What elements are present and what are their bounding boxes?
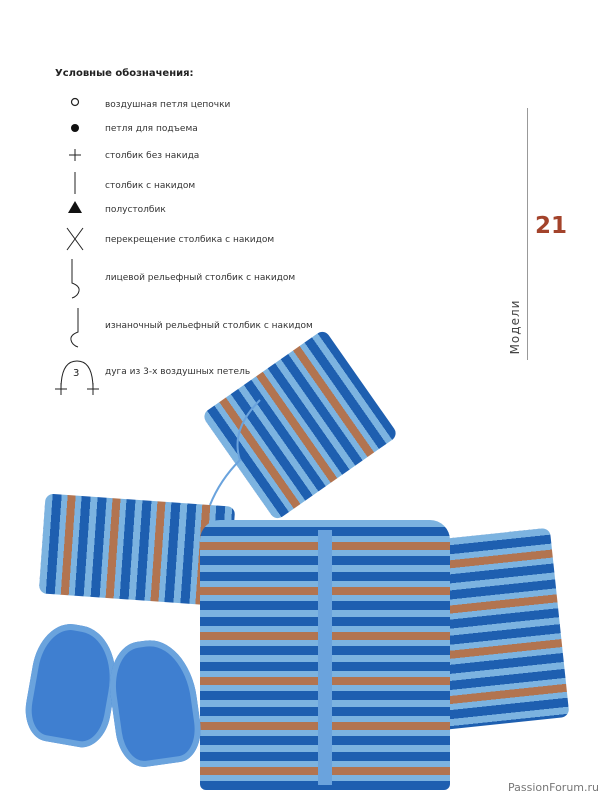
button-placket [318,530,332,785]
legend-label: полустолбик [105,205,166,215]
legend-label: изнаночный рельефный столбик с накидом [105,321,313,331]
hat-tie [209,399,261,506]
page-number: 21 [535,213,568,239]
open-circle-icon [55,97,95,107]
legend-label: столбик с накидом [105,181,196,191]
legend-label: петля для подъема [105,124,198,134]
legend-label: перекрещение столбика с накидом [105,235,275,245]
filled-circle-icon [55,123,95,133]
legend-label: столбик без накида [105,151,200,161]
watermark: PassionForum.ru [508,781,599,794]
section-title: Модели [508,299,522,355]
legend-label: воздушная петля цепочки [105,100,231,110]
divider-line [527,108,528,360]
legend-item [55,97,95,107]
plus-icon [55,148,95,162]
legend-label: дуга из 3-х воздушных петель [105,367,251,377]
arc-number: 3 [73,368,80,379]
legend-title: Условные обозначения: [55,68,194,79]
back-post-icon [55,308,95,348]
triangle-icon [55,201,95,213]
front-post-icon [55,259,95,299]
arc-icon: 3 [55,357,99,395]
cross-icon [55,227,95,251]
bootie-right [103,634,206,771]
legend-label: лицевой рельефный столбик с накидом [105,273,296,283]
vertical-bar-icon [55,172,95,194]
